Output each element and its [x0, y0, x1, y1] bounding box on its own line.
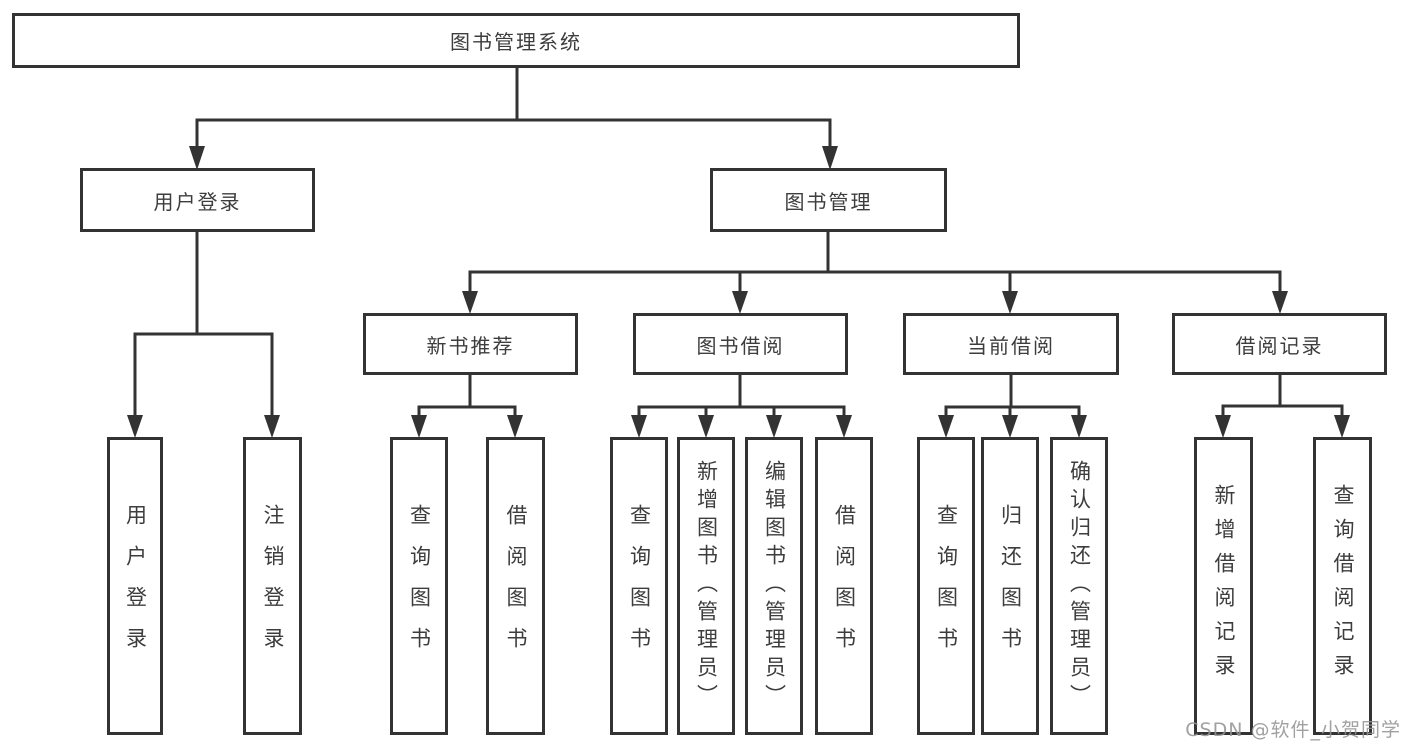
node-label: 用户登录	[153, 189, 242, 214]
leaf-borrow-books: 借阅图书	[815, 437, 873, 735]
node-label: 新书推荐	[426, 333, 515, 358]
node-book-borrow: 图书借阅	[633, 313, 848, 375]
node-label: 借阅记录	[1235, 333, 1324, 358]
leaf-add-books-admin: 新增图书（管理员）	[677, 437, 735, 735]
arrowheads	[127, 146, 1350, 438]
node-label: 确认归还（管理员）	[1067, 460, 1092, 712]
node-label: 注销登录	[261, 504, 285, 668]
node-new-book-recommend: 新书推荐	[363, 313, 578, 375]
leaf-add-borrow-record: 新增借阅记录	[1194, 437, 1253, 735]
leaf-confirm-return-admin: 确认归还（管理员）	[1050, 437, 1108, 735]
node-label: 查询图书	[407, 504, 432, 668]
node-label: 查询图书	[627, 504, 652, 668]
node-label: 当前借阅	[967, 333, 1055, 358]
node-label: 借阅图书	[832, 504, 857, 668]
node-borrow-record: 借阅记录	[1172, 313, 1387, 375]
node-label: 图书管理	[784, 189, 873, 214]
node-label: 查询借阅记录	[1331, 484, 1355, 688]
leaf-logout: 注销登录	[243, 437, 302, 735]
node-label: 新增图书（管理员）	[694, 460, 719, 712]
node-label: 查询图书	[934, 504, 959, 668]
node-user-login-branch: 用户登录	[80, 168, 315, 232]
node-label: 图书管理系统	[450, 30, 582, 54]
node-label: 用户登录	[123, 504, 148, 668]
leaf-borrow-books-recommend: 借阅图书	[486, 437, 545, 735]
node-library-management-system: 图书管理系统	[12, 13, 1020, 68]
leaf-query-books-borrow: 查询图书	[610, 437, 668, 735]
csdn-watermark: CSDN @软件_小贺同学	[1185, 719, 1401, 741]
leaf-query-borrow-record: 查询借阅记录	[1313, 437, 1372, 735]
leaf-return-books: 归还图书	[981, 437, 1039, 735]
node-label: 归还图书	[998, 504, 1023, 668]
node-label: 图书借阅	[696, 333, 785, 358]
leaf-query-books-current: 查询图书	[917, 437, 975, 735]
node-label: 新增借阅记录	[1212, 484, 1236, 688]
node-book-management-branch: 图书管理	[710, 168, 947, 232]
node-label: 借阅图书	[504, 504, 528, 668]
node-label: 编辑图书（管理员）	[762, 460, 787, 712]
leaf-query-books-recommend: 查询图书	[390, 437, 448, 735]
leaf-user-login: 用户登录	[107, 437, 163, 735]
node-current-borrow: 当前借阅	[903, 313, 1119, 375]
leaf-edit-books-admin: 编辑图书（管理员）	[745, 437, 803, 735]
